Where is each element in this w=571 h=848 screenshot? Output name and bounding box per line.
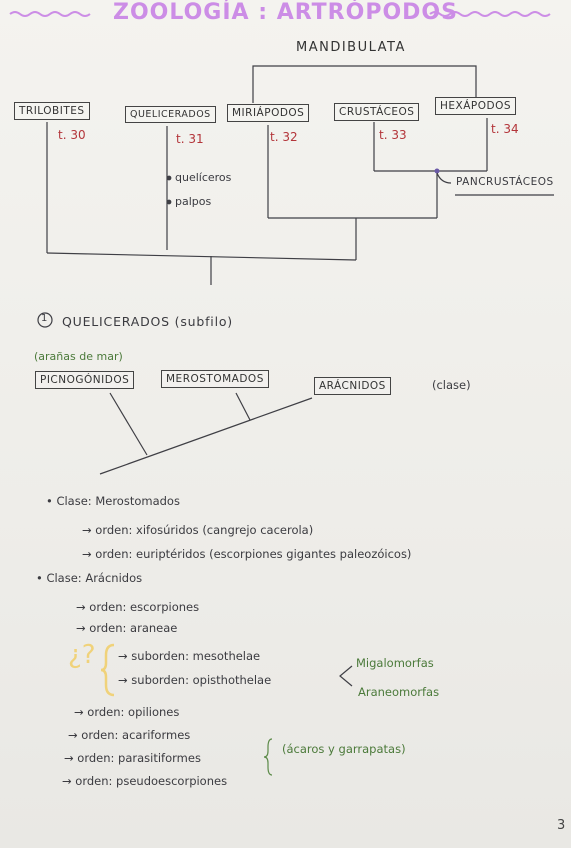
infraorden-migalomorfas: Migalomorfas — [356, 656, 434, 670]
orden-pseudoescorpiones: → orden: pseudoescorpiones — [62, 774, 228, 788]
clase-merostomados: • Clase: Merostomados — [46, 494, 180, 508]
section-number: 1 — [41, 313, 48, 324]
node-quelicerados: QUELICERADOS — [125, 106, 216, 123]
acaros-note: (ácaros y garrapatas) — [282, 742, 406, 756]
question-mark: ¿? — [68, 640, 96, 670]
aranas-note: (arañas de mar) — [34, 350, 123, 363]
orden-acariformes: → orden: acariformes — [68, 728, 191, 742]
orden-parasitiformes: → orden: parasitiformes — [64, 751, 201, 765]
suborden-opisthothelae: → suborden: opisthothelae — [118, 673, 272, 687]
title-decoration — [9, 11, 551, 17]
page-title: ZOOLOGÍA : ARTRÓPODOS — [113, 0, 458, 25]
orden-araneae: → orden: araneae — [76, 621, 178, 635]
tag-t31: t. 31 — [176, 132, 204, 146]
tag-t34: t. 34 — [491, 122, 519, 136]
clase-aracnidos: • Clase: Arácnidos — [36, 571, 143, 585]
tag-t32: t. 32 — [270, 130, 298, 144]
trait-queliceros: quelíceros — [175, 171, 232, 184]
section-title: QUELICERADOS (subfilo) — [62, 314, 233, 329]
mandibulata-label: MANDIBULATA — [296, 40, 406, 55]
infraorden-araneomorfas: Araneomorfas — [358, 685, 440, 699]
orden-euripteridos: → orden: euriptéridos (escorpiones gigan… — [82, 547, 412, 561]
trait-palpos: palpos — [175, 195, 212, 208]
clase-aracnidos-text: Clase: Arácnidos — [46, 571, 143, 585]
node-picnogonidos: PICNOGÓNIDOS — [35, 371, 135, 389]
pancrustaceos-label: PANCRUSTÁCEOS — [456, 176, 554, 188]
tag-t33: t. 33 — [379, 128, 407, 142]
orden-escorpiones: → orden: escorpiones — [76, 600, 200, 614]
node-hexapodos: HEXÁPODOS — [435, 97, 517, 115]
clase-tag: (clase) — [432, 378, 471, 392]
suborden-mesothelae: → suborden: mesothelae — [118, 649, 261, 663]
page-number: 3 — [557, 818, 566, 833]
node-aracnidos: ARÁCNIDOS — [314, 377, 391, 395]
node-trilobites: TRILOBITES — [14, 102, 90, 120]
clase-merostomados-text: Clase: Merostomados — [56, 494, 180, 508]
tag-t30: t. 30 — [58, 128, 86, 142]
node-miriapodos: MIRIÁPODOS — [227, 104, 310, 122]
node-merostomados: MEROSTOMADOS — [161, 370, 269, 388]
node-crustaceos: CRUSTÁCEOS — [334, 103, 420, 121]
orden-xifosuridos: → orden: xifosúridos (cangrejo cacerola) — [82, 523, 314, 537]
orden-opiliones: → orden: opiliones — [74, 705, 180, 719]
